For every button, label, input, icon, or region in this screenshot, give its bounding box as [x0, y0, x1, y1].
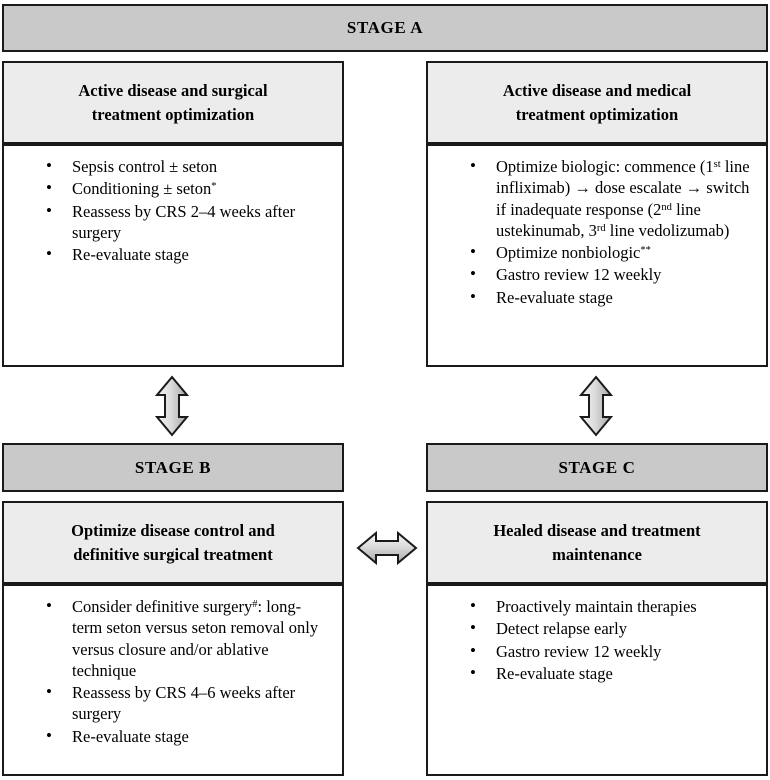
- stage-a-surgical-title: Active disease and surgical treatment op…: [66, 79, 279, 126]
- stage-a-surgical-title-box: Active disease and surgical treatment op…: [2, 61, 344, 144]
- stage-c-list-box: Proactively maintain therapiesDetect rel…: [426, 584, 768, 776]
- list-item: Consider definitive surgery#: long-term …: [46, 595, 328, 681]
- stage-b-title-line2: definitive surgical treatment: [73, 544, 273, 564]
- stage-a-header-label: STAGE A: [346, 18, 424, 37]
- stage-b-title-line1: Optimize disease control and: [71, 521, 275, 541]
- stage-c-title: Healed disease and treatment maintenance: [481, 519, 712, 566]
- stage-a-surgical-title-line2: treatment optimization: [91, 104, 255, 124]
- stage-a-medical-title-box: Active disease and medical treatment opt…: [426, 61, 768, 144]
- stage-b-title: Optimize disease control and definitive …: [59, 519, 287, 566]
- superscript-marker: st: [713, 158, 721, 170]
- list-item: Re-evaluate stage: [470, 286, 752, 308]
- stage-a-medical-list-box: Optimize biologic: commence (1st line in…: [426, 144, 768, 367]
- list-item: Optimize nonbiologic**: [470, 241, 752, 263]
- superscript-marker: #: [252, 598, 258, 610]
- stage-c-title-line1: Healed disease and treatment: [493, 521, 701, 541]
- stage-a-medical-title: Active disease and medical treatment opt…: [491, 79, 703, 126]
- superscript-marker: rd: [596, 222, 606, 234]
- list-item: Gastro review 12 weekly: [470, 263, 752, 285]
- stage-a-medical-bullet-list: Optimize biologic: commence (1st line in…: [436, 155, 758, 308]
- stage-c-bullet-list: Proactively maintain therapiesDetect rel…: [436, 595, 758, 684]
- stage-a-surgical-bullet-list: Sepsis control ± setonConditioning ± set…: [12, 155, 334, 265]
- list-item: Reassess by CRS 2–4 weeks after surgery: [46, 200, 328, 244]
- stage-b-bullet-list: Consider definitive surgery#: long-term …: [12, 595, 334, 747]
- stage-b-header-bar: STAGE B: [2, 443, 344, 492]
- list-item: Proactively maintain therapies: [470, 595, 752, 617]
- list-item: Optimize biologic: commence (1st line in…: [470, 155, 752, 241]
- list-item: Sepsis control ± seton: [46, 155, 328, 177]
- stage-c-header-label: STAGE C: [558, 457, 636, 477]
- stage-b-list-box: Consider definitive surgery#: long-term …: [2, 584, 344, 776]
- stage-b-title-box: Optimize disease control and definitive …: [2, 501, 344, 584]
- double-arrow-vertical-icon-left: [154, 375, 190, 437]
- list-item: Gastro review 12 weekly: [470, 640, 752, 662]
- stage-a-medical-title-line2: treatment optimization: [515, 104, 679, 124]
- list-item: Re-evaluate stage: [46, 243, 328, 265]
- stage-a-surgical-title-line1: Active disease and surgical: [78, 81, 268, 101]
- superscript-marker: *: [211, 181, 217, 193]
- list-item: Conditioning ± seton*: [46, 177, 328, 199]
- double-arrow-horizontal-icon: [356, 530, 418, 566]
- stage-a-header-bar: STAGE A: [2, 4, 768, 52]
- stage-c-header-bar: STAGE C: [426, 443, 768, 492]
- superscript-marker: **: [640, 245, 651, 257]
- stage-c-title-box: Healed disease and treatment maintenance: [426, 501, 768, 584]
- list-item: Reassess by CRS 4–6 weeks after surgery: [46, 681, 328, 725]
- stage-a-medical-title-line1: Active disease and medical: [502, 81, 692, 101]
- list-item: Re-evaluate stage: [46, 725, 328, 747]
- stage-b-header-label: STAGE B: [134, 457, 212, 477]
- superscript-marker: nd: [661, 201, 672, 213]
- stage-a-surgical-list-box: Sepsis control ± setonConditioning ± set…: [2, 144, 344, 367]
- double-arrow-vertical-icon-right: [578, 375, 614, 437]
- list-item: Detect relapse early: [470, 617, 752, 639]
- stage-c-title-line2: maintenance: [552, 544, 642, 564]
- list-item: Re-evaluate stage: [470, 662, 752, 684]
